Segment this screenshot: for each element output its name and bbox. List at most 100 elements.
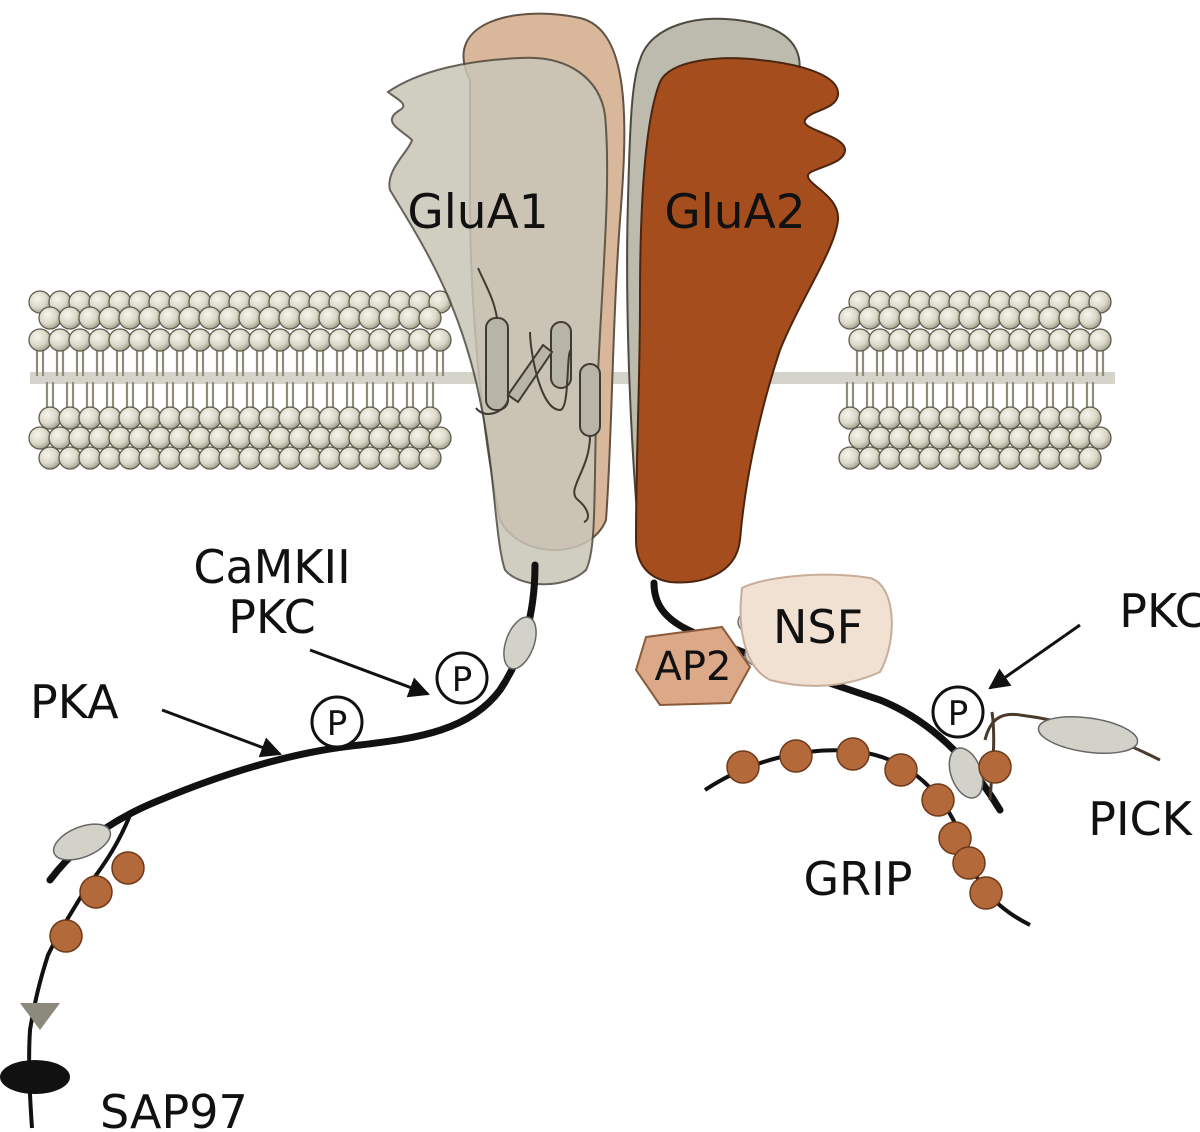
lipid-head	[888, 426, 912, 450]
lipid-tails	[30, 351, 1115, 407]
lipid-head	[118, 446, 142, 470]
lipid-head	[928, 328, 952, 352]
lipid-head	[318, 406, 342, 430]
phosphate-circle-icon: P	[310, 695, 364, 749]
lipid-heads	[28, 290, 1112, 470]
camkii-label: CaMKII	[193, 540, 350, 594]
lipid-head	[898, 306, 922, 330]
ap2-label: AP2	[655, 644, 732, 690]
sap97-triangle-icon	[20, 1003, 60, 1030]
lipid-head	[318, 446, 342, 470]
lipid-head	[338, 406, 362, 430]
lipid-head	[868, 328, 892, 352]
lipid-head	[158, 306, 182, 330]
lipid-head	[208, 426, 232, 450]
glua2-front-body	[634, 57, 847, 584]
phospho-label-camkii: P	[452, 660, 473, 700]
lipid-head	[878, 306, 902, 330]
glua1-distal-light-domain	[52, 823, 112, 861]
lipid-head	[418, 306, 442, 330]
lipid-head	[918, 446, 942, 470]
lipid-head	[198, 446, 222, 470]
lipid-head	[1008, 328, 1032, 352]
lipid-head	[348, 426, 372, 450]
lipid-head	[258, 306, 282, 330]
lipid-head	[138, 406, 162, 430]
lipid-head	[978, 446, 1002, 470]
lipid-head	[898, 406, 922, 430]
lipid-head	[218, 406, 242, 430]
pkc-left-label: PKC	[228, 590, 316, 644]
lipid-head	[418, 406, 442, 430]
phosphorylation-sites: P P P	[310, 651, 985, 749]
lipid-head	[968, 426, 992, 450]
lipid-head	[138, 306, 162, 330]
lipid-head	[248, 426, 272, 450]
lipid-head	[948, 426, 972, 450]
lipid-head	[88, 328, 112, 352]
lipid-head	[238, 446, 262, 470]
lipid-head	[1038, 406, 1062, 430]
lipid-head	[48, 328, 72, 352]
lipid-head	[48, 426, 72, 450]
lipid-head	[1068, 426, 1092, 450]
glua2-label: GluA2	[664, 185, 805, 240]
lipid-head	[338, 306, 362, 330]
glua1-subunit	[386, 12, 626, 586]
lipid-head	[108, 328, 132, 352]
lipid-head	[838, 406, 862, 430]
grip-label: GRIP	[804, 852, 913, 906]
lipid-head	[108, 426, 132, 450]
lipid-head	[838, 306, 862, 330]
lipid-head	[38, 406, 62, 430]
pick-domain	[1037, 716, 1139, 754]
nsf-label: NSF	[773, 600, 863, 654]
lipid-head	[1078, 446, 1102, 470]
pick-pdz-domain	[978, 750, 1012, 784]
lipid-head	[288, 426, 312, 450]
lipid-head	[398, 406, 422, 430]
lipid-head	[58, 446, 82, 470]
lipid-head	[298, 306, 322, 330]
lipid-head	[1018, 446, 1042, 470]
lipid-head	[358, 406, 382, 430]
glua1-light-domain	[503, 616, 537, 670]
lipid-head	[878, 446, 902, 470]
lipid-head	[238, 306, 262, 330]
lipid-head	[848, 328, 872, 352]
phospho-label-pkc-right: P	[948, 694, 969, 734]
lipid-head	[248, 328, 272, 352]
lipid-head	[938, 446, 962, 470]
lipid-head	[348, 328, 372, 352]
lipid-head	[1028, 328, 1052, 352]
lipid-head	[1008, 426, 1032, 450]
lipid-head	[58, 406, 82, 430]
lipid-head	[28, 426, 52, 450]
lipid-head	[838, 446, 862, 470]
lipid-head	[278, 406, 302, 430]
lipid-head	[28, 328, 52, 352]
lipid-head	[1078, 406, 1102, 430]
glua2-subunit	[626, 17, 847, 584]
lipid-head	[38, 306, 62, 330]
lipid-head	[308, 328, 332, 352]
lipid-head	[398, 446, 422, 470]
lipid-head	[278, 446, 302, 470]
arrows	[161, 623, 1081, 758]
lipid-head	[98, 306, 122, 330]
lipid-head	[178, 306, 202, 330]
lipid-head	[918, 306, 942, 330]
lipid-head	[68, 328, 92, 352]
ap2-protein	[634, 625, 752, 707]
lipid-head	[858, 446, 882, 470]
lipid-head	[878, 406, 902, 430]
arrow-icon	[988, 623, 1081, 690]
lipid-head	[158, 406, 182, 430]
lipid-head	[218, 306, 242, 330]
lipid-head	[238, 406, 262, 430]
lipid-head	[958, 306, 982, 330]
glua1-label: GluA1	[407, 185, 548, 240]
lipid-head	[1058, 306, 1082, 330]
lipid-head	[188, 328, 212, 352]
lipid-head	[168, 426, 192, 450]
